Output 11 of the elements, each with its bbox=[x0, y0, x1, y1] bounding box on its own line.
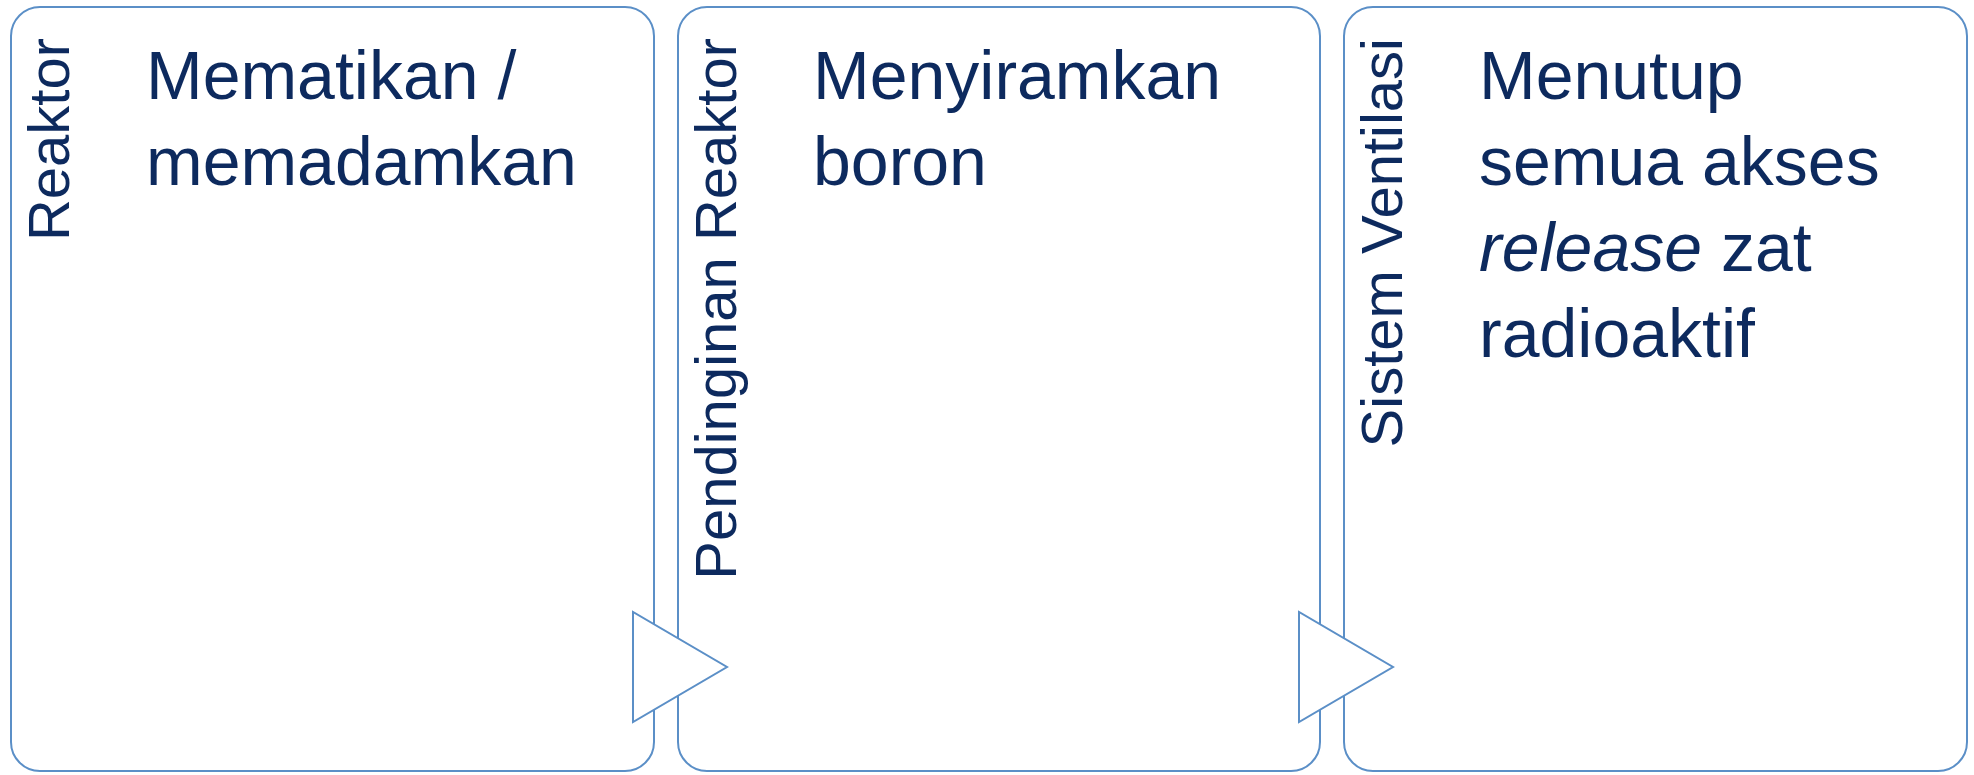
arrow bbox=[632, 611, 728, 723]
stage-heading: Reaktor bbox=[16, 38, 82, 244]
stage-heading: Pendinginan Reaktor bbox=[683, 38, 749, 582]
stage-description: Mematikan / memadamkan bbox=[146, 36, 578, 201]
process-card bbox=[10, 6, 655, 772]
stage-heading: Sistem Ventilasi bbox=[1349, 38, 1415, 450]
process-card bbox=[677, 6, 1321, 772]
process-card bbox=[1343, 6, 1968, 772]
arrow bbox=[1298, 611, 1394, 723]
stage-description: Menutup semua akses release zat radioaktif bbox=[1479, 36, 1881, 373]
stage-description: Menyiramkan boron bbox=[813, 36, 1223, 201]
